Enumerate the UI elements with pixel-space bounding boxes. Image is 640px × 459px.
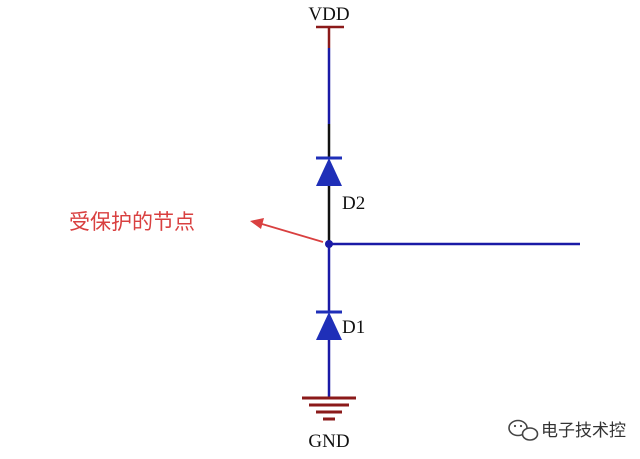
- watermark-text: 电子技术控: [541, 421, 626, 441]
- diode-d2: [316, 156, 342, 186]
- protected-node-label: 受保护的节点: [69, 210, 195, 234]
- vdd-label: VDD: [308, 4, 349, 25]
- annotation-arrow: [250, 218, 324, 243]
- gnd-label: GND: [308, 431, 349, 452]
- diode-d1: [316, 310, 342, 340]
- d1-label: D1: [342, 317, 365, 338]
- wechat-icon: [508, 419, 539, 441]
- d2-label: D2: [342, 193, 365, 214]
- gnd-symbol: [302, 396, 356, 421]
- vdd-symbol: [316, 25, 344, 48]
